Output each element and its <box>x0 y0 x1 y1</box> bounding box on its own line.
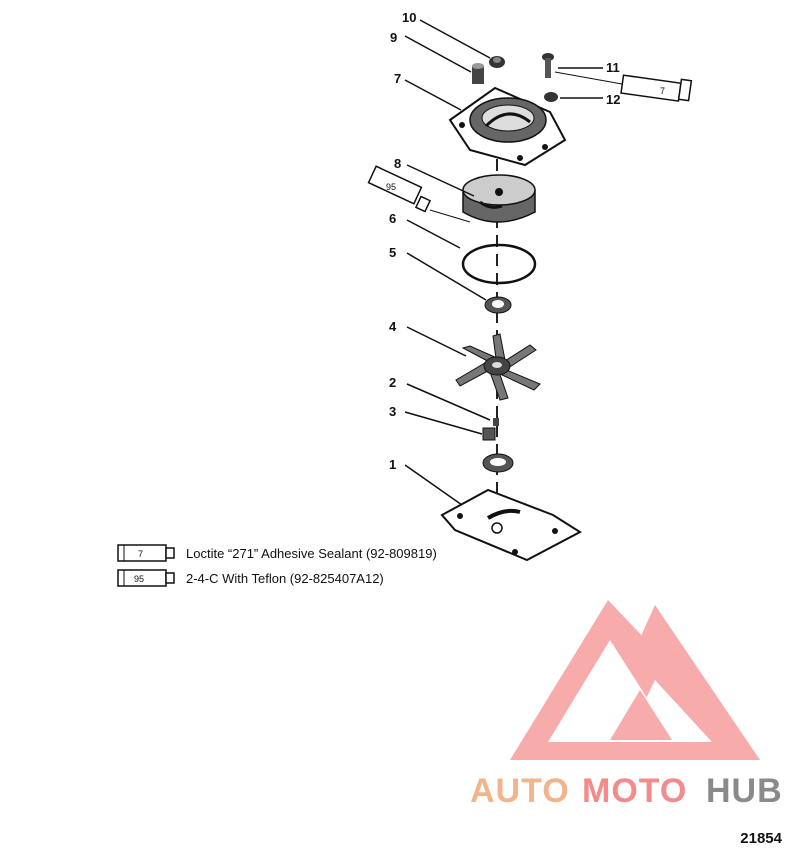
figure-number: 21854 <box>740 830 782 847</box>
callout-9: 9 <box>390 30 397 45</box>
watermark-hub: HUB <box>706 772 783 810</box>
watermark-moto: MOTO <box>582 772 687 810</box>
callout-4: 4 <box>389 319 397 334</box>
legend-item-95-text: 2-4-C With Teflon (92-825407A12) <box>186 571 384 586</box>
part-9-sleeve <box>472 63 484 84</box>
watermark-text: AUTO MOTO HUB <box>470 772 783 810</box>
legend-tube-95: 95 <box>117 569 175 587</box>
part-3-drive-key <box>482 427 496 441</box>
legend-tube-7: 7 <box>117 544 175 562</box>
legend-item-7-text: Loctite “271” Adhesive Sealant (92-80981… <box>186 546 437 561</box>
callout-numbers: 10 9 7 8 6 5 4 2 3 1 11 12 <box>389 10 620 472</box>
callout-6: 6 <box>389 211 396 226</box>
part-7-pump-housing <box>448 86 567 167</box>
legend-tube-95-code: 95 <box>134 574 144 584</box>
watermark-auto: AUTO <box>470 772 570 810</box>
callout-11: 11 <box>606 60 620 75</box>
part-6-o-ring <box>461 243 537 285</box>
part-4-impeller <box>455 333 541 401</box>
legend-tube-7-code: 7 <box>138 549 143 559</box>
part-2-key <box>493 418 499 426</box>
part-10-nut <box>489 56 505 68</box>
sealant-tube-7: 7 <box>554 71 693 102</box>
callout-7: 7 <box>394 71 401 86</box>
leader-lines <box>404 19 603 506</box>
callout-1: 1 <box>389 457 396 472</box>
watermark-logo <box>510 600 760 760</box>
sealant-tube-7-label: 7 <box>660 86 665 96</box>
part-5-seal <box>484 296 512 314</box>
lube-tube-95: 95 <box>367 165 471 223</box>
callout-2: 2 <box>389 375 396 390</box>
lube-tube-95-label: 95 <box>386 182 396 192</box>
part-12-washer <box>544 92 558 102</box>
part-8-insert <box>462 174 536 223</box>
face-plate <box>440 488 582 562</box>
callout-3: 3 <box>389 404 396 419</box>
callout-5: 5 <box>389 245 396 260</box>
part-11-screw <box>542 53 554 78</box>
callout-10: 10 <box>402 10 416 25</box>
callout-8: 8 <box>394 156 401 171</box>
part-1-seal-ring <box>482 453 514 473</box>
callout-12: 12 <box>606 92 620 107</box>
